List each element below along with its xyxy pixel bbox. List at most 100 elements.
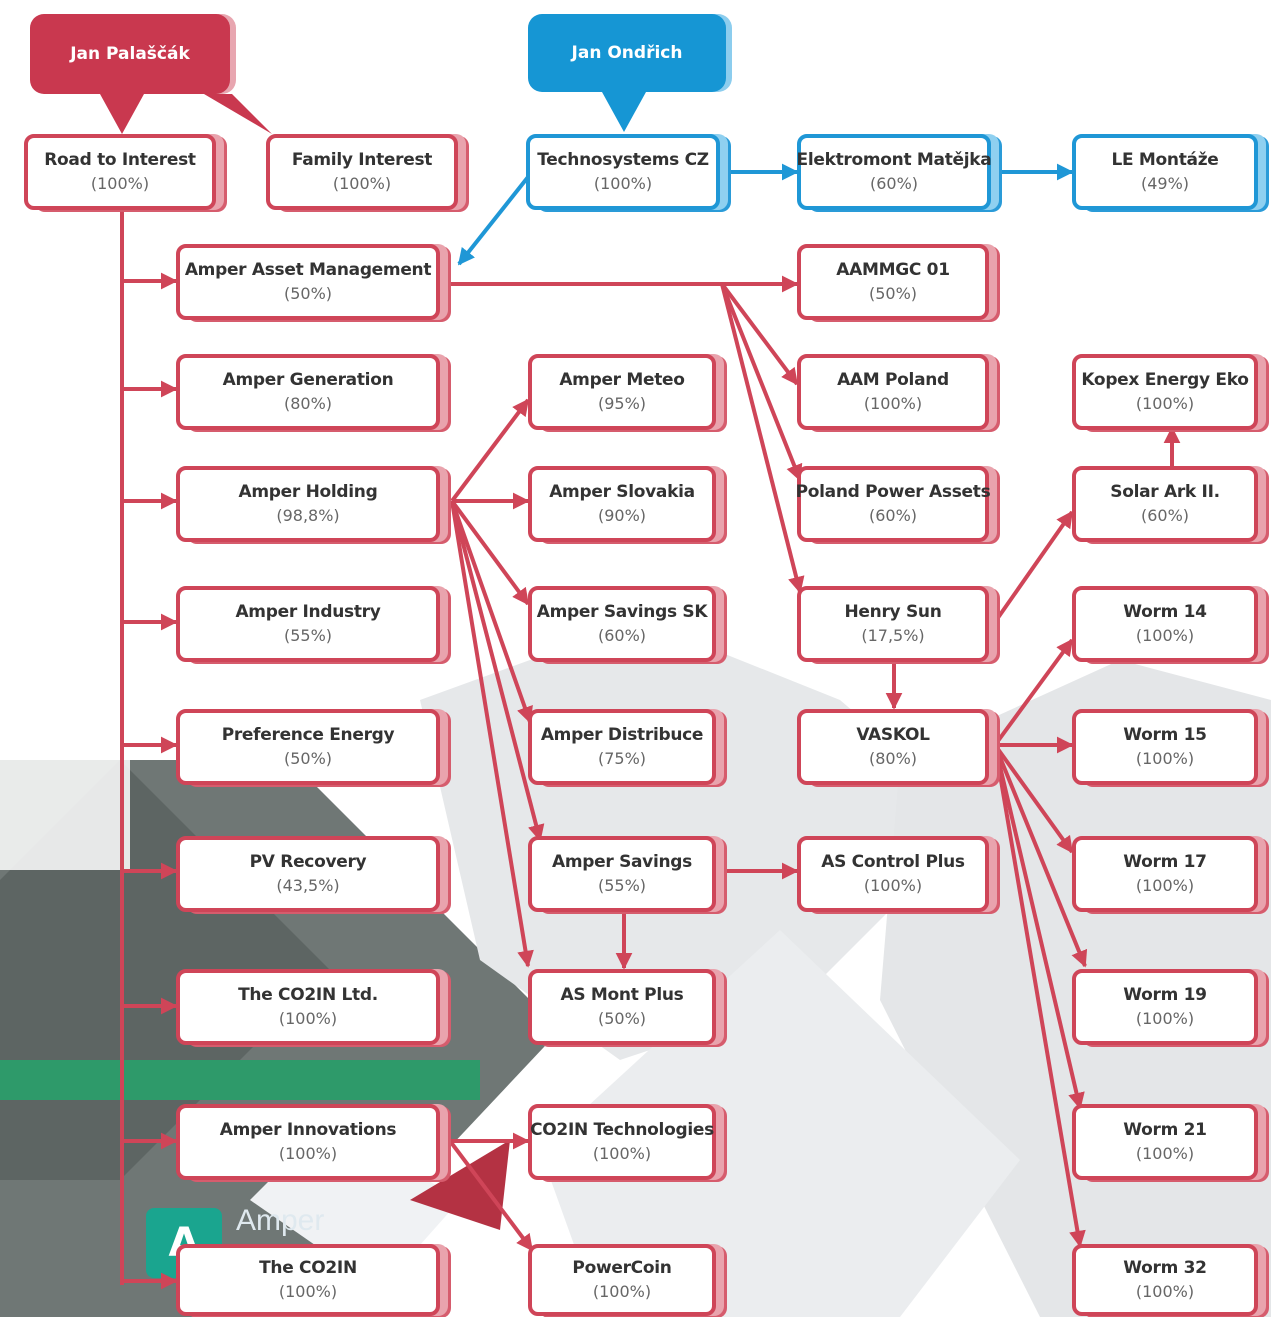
node-name: Preference Energy (221, 725, 395, 745)
node-share: (100%) (1135, 394, 1195, 413)
node-name: Worm 32 (1123, 1258, 1207, 1278)
node-name: The CO2IN Ltd. (238, 985, 378, 1005)
node-name: Solar Ark II. (1110, 482, 1220, 502)
node-share: (43,5%) (276, 876, 340, 895)
node-share: (100%) (863, 876, 923, 895)
node-share: (60%) (597, 626, 647, 645)
node-name: AAM Poland (837, 370, 949, 390)
node-share: (17,5%) (861, 626, 925, 645)
node-amper-asset-management[interactable]: Amper Asset Management (50%) (176, 244, 440, 320)
node-aammgc-01[interactable]: AAMMGC 01 (50%) (797, 244, 989, 320)
node-share: (95%) (597, 394, 647, 413)
node-name: Amper Savings SK (536, 602, 708, 622)
node-pv-recovery[interactable]: PV Recovery (43,5%) (176, 836, 440, 912)
node-name: Family Interest (291, 150, 433, 170)
node-share: (100%) (592, 1144, 652, 1163)
node-name: VASKOL (856, 725, 930, 745)
node-worm-17[interactable]: Worm 17 (100%) (1072, 836, 1258, 912)
node-name: CO2IN Technologies (530, 1120, 714, 1140)
node-share: (100%) (278, 1282, 338, 1301)
node-worm-15[interactable]: Worm 15 (100%) (1072, 709, 1258, 785)
node-le-montaze[interactable]: LE Montáže (49%) (1072, 134, 1258, 210)
node-name: Poland Power Assets (795, 482, 991, 502)
callout-label: Jan Palaščák (70, 44, 190, 64)
node-name: Amper Distribuce (540, 725, 704, 745)
node-share: (80%) (283, 394, 333, 413)
node-name: AAMMGC 01 (836, 260, 950, 280)
node-powercoin[interactable]: PowerCoin (100%) (528, 1244, 716, 1316)
node-name: PowerCoin (572, 1258, 672, 1278)
node-worm-21[interactable]: Worm 21 (100%) (1072, 1104, 1258, 1180)
node-name: Amper Meteo (559, 370, 685, 390)
node-road-to-interest[interactable]: Road to Interest (100%) (24, 134, 216, 210)
node-henry-sun[interactable]: Henry Sun (17,5%) (797, 586, 989, 662)
node-technosystems-cz[interactable]: Technosystems CZ (100%) (526, 134, 720, 210)
node-as-mont-plus[interactable]: AS Mont Plus (50%) (528, 969, 716, 1045)
node-share: (100%) (592, 1282, 652, 1301)
node-share: (100%) (1135, 1144, 1195, 1163)
node-the-co2in-ltd[interactable]: The CO2IN Ltd. (100%) (176, 969, 440, 1045)
node-preference-energy[interactable]: Preference Energy (50%) (176, 709, 440, 785)
node-share: (90%) (597, 506, 647, 525)
node-share: (50%) (283, 749, 333, 768)
node-name: Road to Interest (44, 150, 196, 170)
node-name: Kopex Energy Eko (1081, 370, 1249, 390)
node-name: Amper Industry (235, 602, 381, 622)
node-amper-savings-sk[interactable]: Amper Savings SK (60%) (528, 586, 716, 662)
node-as-control-plus[interactable]: AS Control Plus (100%) (797, 836, 989, 912)
node-share: (55%) (283, 626, 333, 645)
node-name: Worm 17 (1123, 852, 1207, 872)
node-worm-14[interactable]: Worm 14 (100%) (1072, 586, 1258, 662)
node-amper-distribuce[interactable]: Amper Distribuce (75%) (528, 709, 716, 785)
callout-jan-palascak: Jan Palaščák (30, 14, 230, 94)
node-vaskol[interactable]: VASKOL (80%) (797, 709, 989, 785)
node-name: AS Control Plus (821, 852, 965, 872)
node-co2in-technologies[interactable]: CO2IN Technologies (100%) (528, 1104, 716, 1180)
node-family-interest[interactable]: Family Interest (100%) (266, 134, 458, 210)
node-name: LE Montáže (1111, 150, 1219, 170)
node-share: (60%) (869, 174, 919, 193)
node-name: Worm 14 (1123, 602, 1207, 622)
node-name: Amper Asset Management (184, 260, 432, 280)
node-share: (75%) (597, 749, 647, 768)
node-name: Amper Slovakia (549, 482, 695, 502)
node-share: (100%) (90, 174, 150, 193)
node-share: (98,8%) (276, 506, 340, 525)
node-amper-savings[interactable]: Amper Savings (55%) (528, 836, 716, 912)
brand-text: Amper (236, 1204, 325, 1237)
node-worm-19[interactable]: Worm 19 (100%) (1072, 969, 1258, 1045)
node-amper-holding[interactable]: Amper Holding (98,8%) (176, 466, 440, 542)
node-share: (50%) (868, 284, 918, 303)
node-the-co2in[interactable]: The CO2IN (100%) (176, 1244, 440, 1316)
node-name: Technosystems CZ (537, 150, 709, 170)
node-share: (100%) (332, 174, 392, 193)
node-worm-32[interactable]: Worm 32 (100%) (1072, 1244, 1258, 1316)
node-name: Elektromont Matějka (796, 150, 992, 170)
node-name: Amper Innovations (219, 1120, 397, 1140)
node-amper-generation[interactable]: Amper Generation (80%) (176, 354, 440, 430)
node-share: (100%) (593, 174, 653, 193)
node-solar-ark-ii[interactable]: Solar Ark II. (60%) (1072, 466, 1258, 542)
node-amper-industry[interactable]: Amper Industry (55%) (176, 586, 440, 662)
node-kopex-energy-eko[interactable]: Kopex Energy Eko (100%) (1072, 354, 1258, 430)
node-name: Worm 19 (1123, 985, 1207, 1005)
node-name: PV Recovery (249, 852, 367, 872)
node-share: (60%) (1140, 506, 1190, 525)
node-name: AS Mont Plus (560, 985, 684, 1005)
node-share: (60%) (868, 506, 918, 525)
node-name: Worm 15 (1123, 725, 1207, 745)
node-name: Henry Sun (844, 602, 942, 622)
node-share: (49%) (1140, 174, 1190, 193)
callout-jan-ondrich: Jan Ondřich (528, 14, 726, 92)
node-poland-power-assets[interactable]: Poland Power Assets (60%) (795, 466, 991, 542)
node-share: (100%) (278, 1009, 338, 1028)
node-elektromont-matejka[interactable]: Elektromont Matějka (60%) (796, 134, 992, 210)
node-aam-poland[interactable]: AAM Poland (100%) (797, 354, 989, 430)
node-share: (55%) (597, 876, 647, 895)
node-amper-meteo[interactable]: Amper Meteo (95%) (528, 354, 716, 430)
node-amper-innovations[interactable]: Amper Innovations (100%) (176, 1104, 440, 1180)
node-name: Amper Holding (238, 482, 378, 502)
node-amper-slovakia[interactable]: Amper Slovakia (90%) (528, 466, 716, 542)
node-share: (100%) (1135, 1282, 1195, 1301)
